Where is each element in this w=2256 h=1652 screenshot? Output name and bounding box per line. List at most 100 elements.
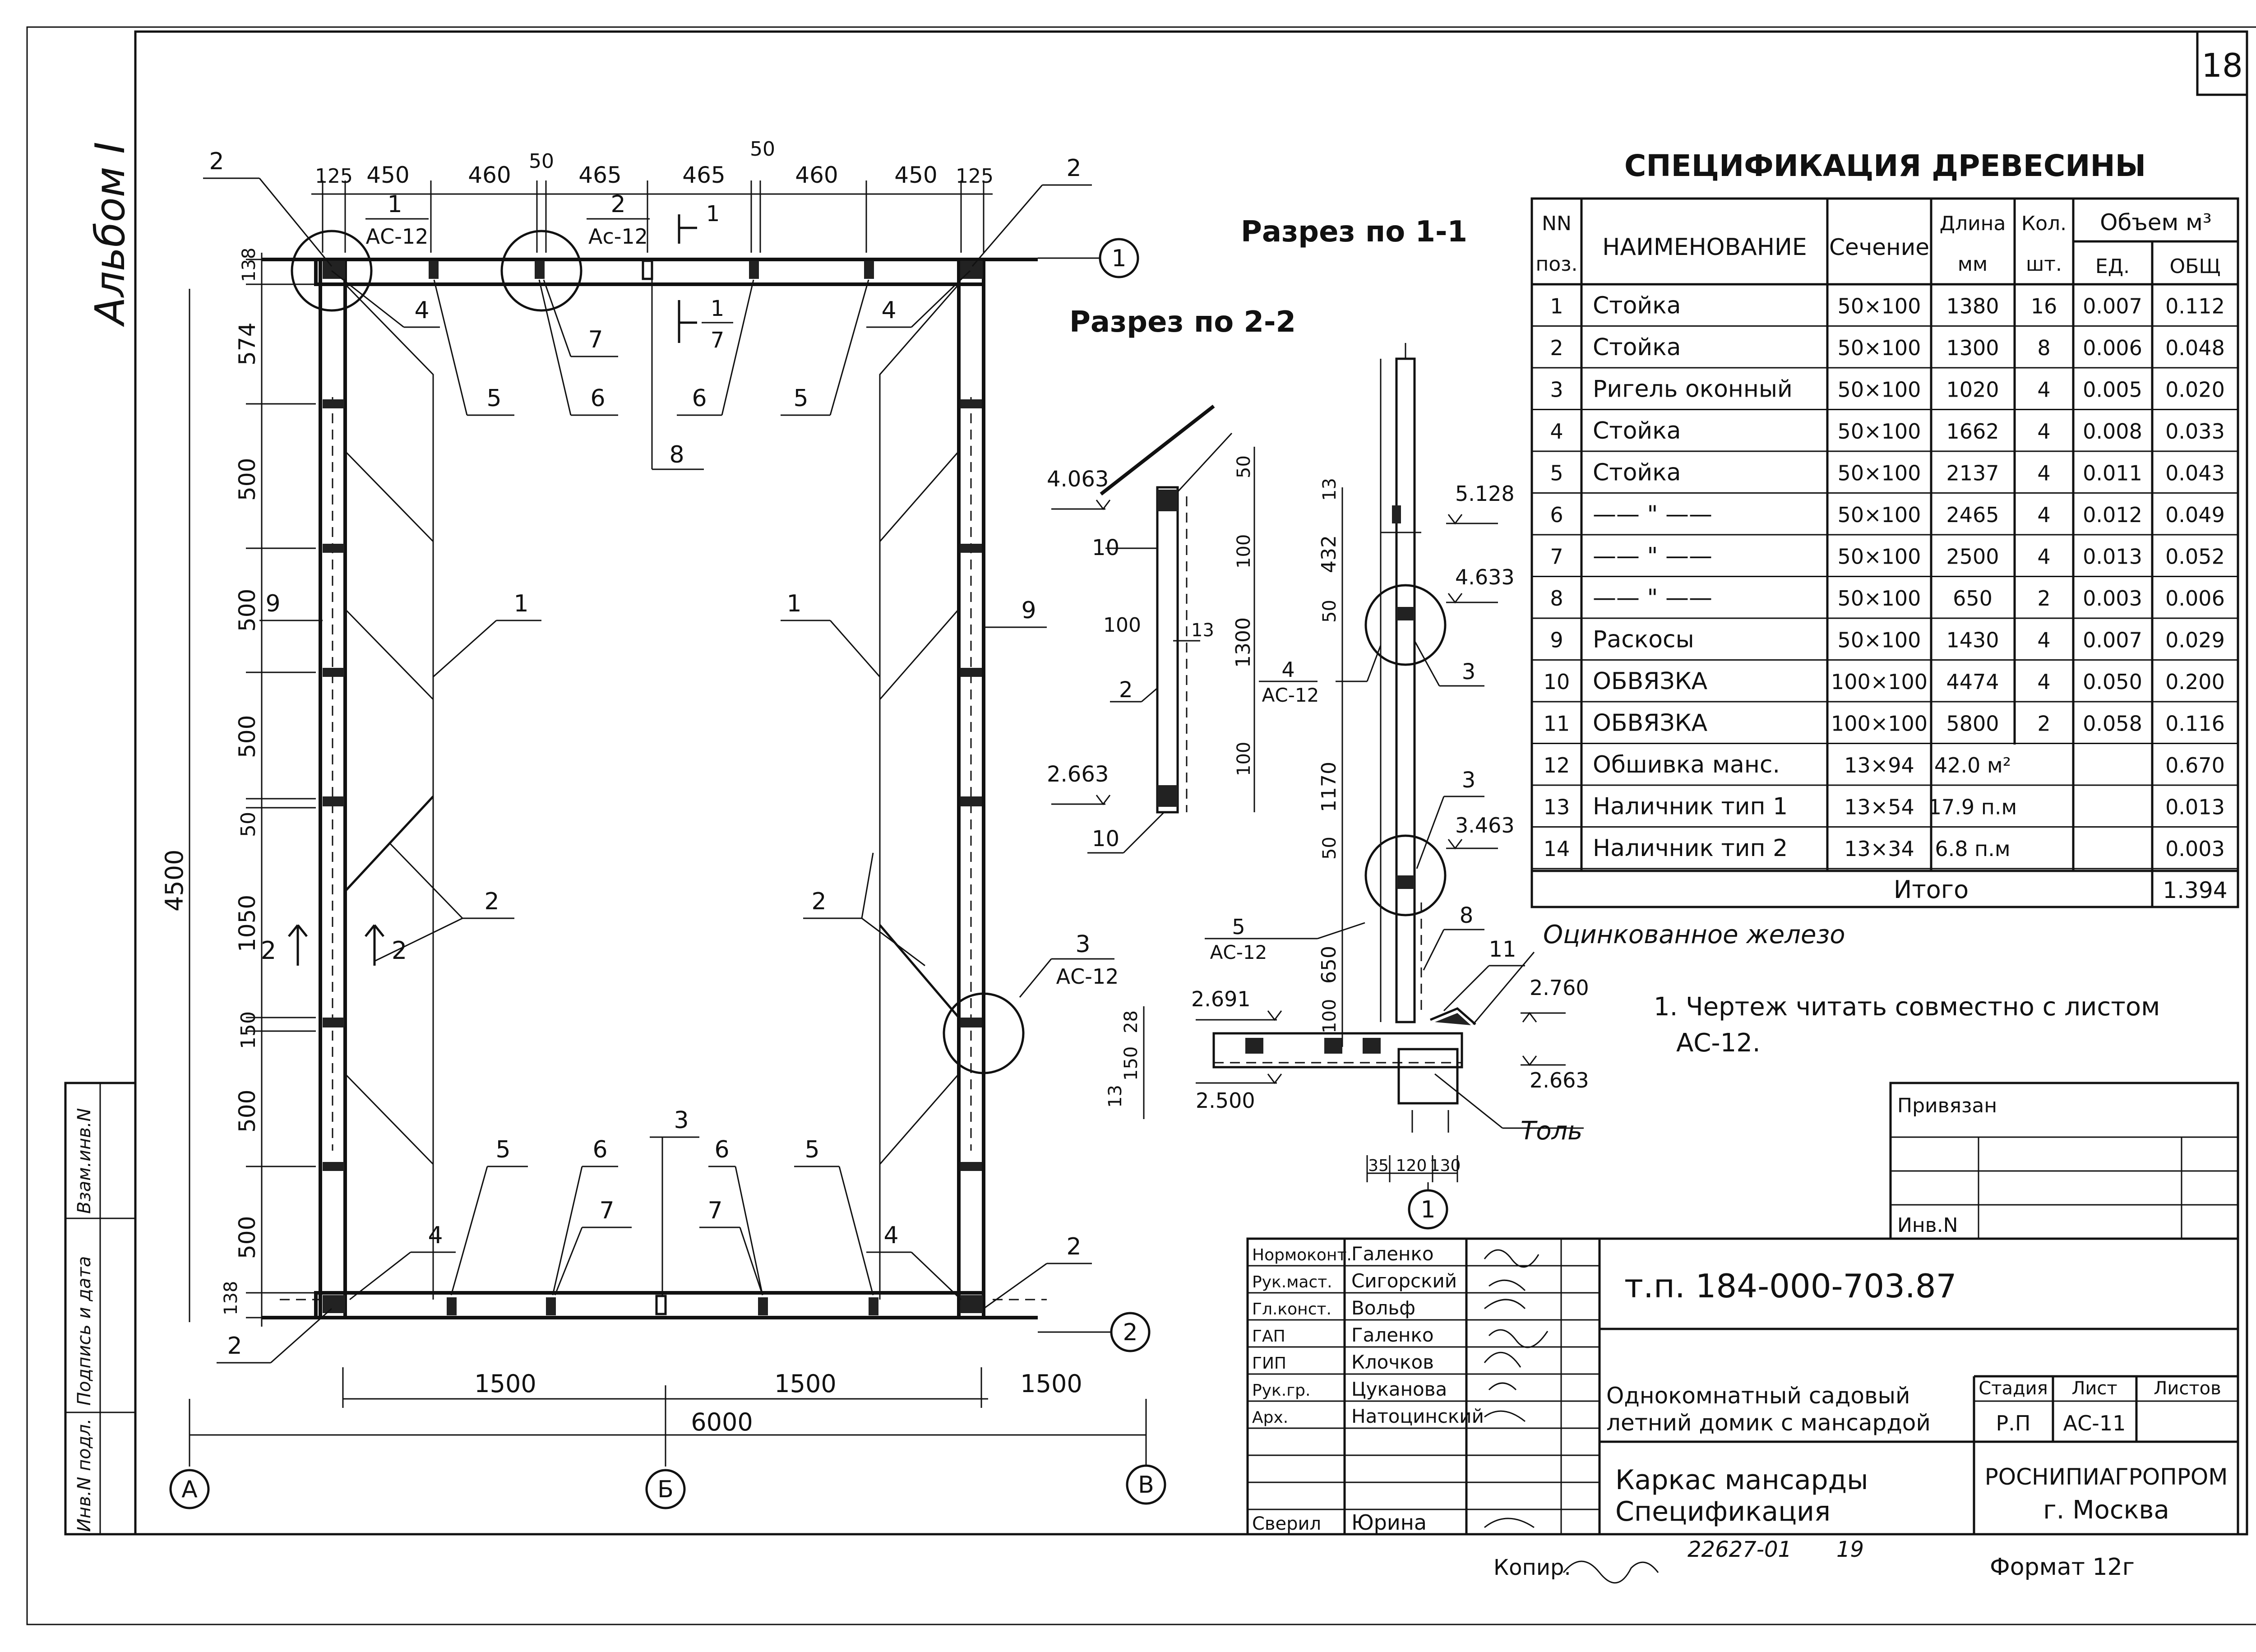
spec-cell-name: Обшивка манс.: [1593, 751, 1780, 778]
stamp-project1: Однокомнатный садовый: [1606, 1383, 1910, 1409]
left-dim-2: 500: [234, 458, 260, 501]
plan-mark-1-r: 1: [786, 590, 801, 617]
s11-dim-650: 650: [1318, 946, 1341, 984]
spec-h-name: НАИМЕНОВАНИЕ: [1602, 234, 1807, 261]
stamp-person-name: Сигорский: [1351, 1270, 1457, 1292]
studs-bottom: [323, 1295, 983, 1315]
s11-dim-120: 120: [1396, 1157, 1427, 1175]
spec-cell-len: 1380: [1946, 294, 1999, 319]
stamp-inv: Инв.N: [1897, 1214, 1958, 1237]
axis-B-bubble: [645, 1469, 686, 1509]
spec-cell-qty: 4: [2037, 461, 2050, 486]
axis-A-bubble: [169, 1469, 210, 1509]
spec-cell-unit: 0.003: [2083, 586, 2142, 611]
spec-cell-sec: 50×100: [1838, 545, 1921, 569]
left-dim-7: 150: [237, 1011, 260, 1049]
s22-dim-50: 50: [1234, 455, 1254, 478]
s22-mark-10a: 10: [1092, 535, 1119, 560]
top-dim-3: 50: [529, 150, 554, 173]
spec-cell-sec: 100×100: [1831, 670, 1928, 694]
stamp-person-role: Гл.конст.: [1252, 1300, 1331, 1319]
stamp-person-role: ГИП: [1252, 1354, 1286, 1373]
spec-cell-total: 0.052: [2165, 545, 2225, 569]
bottom-dim-1: 1500: [774, 1370, 836, 1398]
s11-level-2663: 2.663: [1530, 1068, 1589, 1092]
s11-dim-150: 150: [1121, 1046, 1142, 1081]
callout-circle-2: [500, 230, 582, 312]
s22-dim-100a: 100: [1234, 534, 1254, 569]
plan-mark-9-l: 9: [265, 590, 280, 617]
callout-circle-3: [943, 992, 1025, 1074]
spec-cell-total: 0.112: [2165, 294, 2225, 319]
spec-cell-qty: 2: [2037, 712, 2050, 736]
stamp-sheet-h: Лист: [2071, 1378, 2117, 1399]
overall-height: 4500: [160, 850, 189, 912]
studs-right: [960, 399, 982, 1171]
plan-mark-2-l: 2: [484, 888, 499, 915]
wall-bottom: [314, 1291, 985, 1319]
svg-text:1: 1: [711, 296, 725, 321]
spec-total-value: 1.394: [2163, 877, 2227, 903]
spec-total-label: Итого: [1894, 875, 1969, 904]
plan-mark-5-tl: 5: [486, 385, 501, 412]
spec-h-length2: мм: [1958, 253, 1988, 276]
spec-cell-len: 42.0 м²: [1934, 753, 2011, 777]
footer-num: 22627-01: [1687, 1537, 1792, 1562]
s22-level-2: 2.663: [1047, 762, 1109, 787]
plan-mark-8: 8: [669, 441, 684, 468]
stamp-person-name: Вольф: [1351, 1297, 1415, 1319]
spec-h-section: Сечение: [1829, 234, 1929, 260]
section-22: 4.063 2.663 50 100 1300 100 13 100 10 2 …: [1047, 404, 1255, 854]
s11-dim-130: 130: [1430, 1157, 1461, 1175]
spec-cell-n: 3: [1550, 378, 1563, 402]
s22-dim-1300: 1300: [1232, 617, 1255, 668]
note-line1: 1. Чертеж читать совместно с листом: [1654, 992, 2160, 1022]
s11-mark-11: 11: [1489, 937, 1516, 962]
spec-cell-total: 0.043: [2165, 461, 2225, 486]
spec-cell-sec: 100×100: [1831, 712, 1928, 736]
s11-dim-50b: 50: [1319, 837, 1340, 860]
spec-cell-unit: 0.006: [2083, 336, 2142, 360]
stamp-title1: Каркас мансарды: [1615, 1464, 1868, 1496]
spec-cell-qty: 16: [2031, 294, 2057, 319]
stamp-org1: РОСНИПИАГРОПРОМ: [1985, 1464, 2228, 1490]
plan-mark-2-tr: 2: [1066, 155, 1081, 182]
spec-cell-total: 0.670: [2165, 753, 2225, 777]
spec-cell-total: 0.013: [2165, 795, 2225, 819]
s11-mark-3a: 3: [1462, 659, 1476, 685]
section-22-title: Разрез по 2-2: [1069, 305, 1296, 339]
plan-mark-4-tl: 4: [414, 297, 429, 324]
spec-cell-name: Стойка: [1593, 459, 1681, 486]
spec-cell-qty: 4: [2037, 419, 2050, 444]
left-dim-6: 1050: [234, 895, 260, 952]
s11-level-5128: 5.128: [1455, 481, 1515, 506]
s11-dim-50a: 50: [1319, 600, 1340, 623]
s11-dim-13b: 13: [1105, 1085, 1126, 1108]
s11-dim-13: 13: [1319, 478, 1340, 501]
callout-3-num: 3: [1075, 931, 1090, 958]
spec-cell-n: 1: [1550, 294, 1563, 319]
s22-level-1: 4.063: [1047, 467, 1109, 492]
callout-2-num: 2: [610, 191, 625, 218]
spec-cell-len: 2137: [1946, 461, 1999, 486]
plan-mark-7-bl: 7: [599, 1197, 614, 1224]
s11-level-2760: 2.760: [1530, 976, 1589, 1000]
left-dim-4: 500: [234, 715, 260, 758]
spec-cell-sec: 50×100: [1838, 628, 1921, 652]
stamp-person-role: Нормоконт.: [1252, 1246, 1352, 1264]
plan-mark-2-bl: 2: [227, 1333, 242, 1360]
spec-cell-total: 0.003: [2165, 837, 2225, 861]
spec-cell-unit: 0.011: [2083, 461, 2142, 486]
spec-h-unit: ЕД.: [2095, 255, 2130, 278]
left-dim-1: 574: [234, 323, 260, 366]
plan-mark-5-tr: 5: [793, 385, 808, 412]
overall-width: 6000: [691, 1408, 753, 1436]
studs-left: [323, 399, 344, 1171]
frame-plan: 1 АС-12 2 Ас-12 3 АС-12 125 450 460 50: [160, 138, 1166, 1509]
s11-level-4633: 4.633: [1455, 565, 1515, 589]
spec-cell-sec: 50×100: [1838, 503, 1921, 527]
stamp-person-name: Галенко: [1351, 1324, 1434, 1346]
spec-cell-total: 0.033: [2165, 419, 2225, 444]
spec-cell-unit: 0.058: [2083, 712, 2142, 736]
